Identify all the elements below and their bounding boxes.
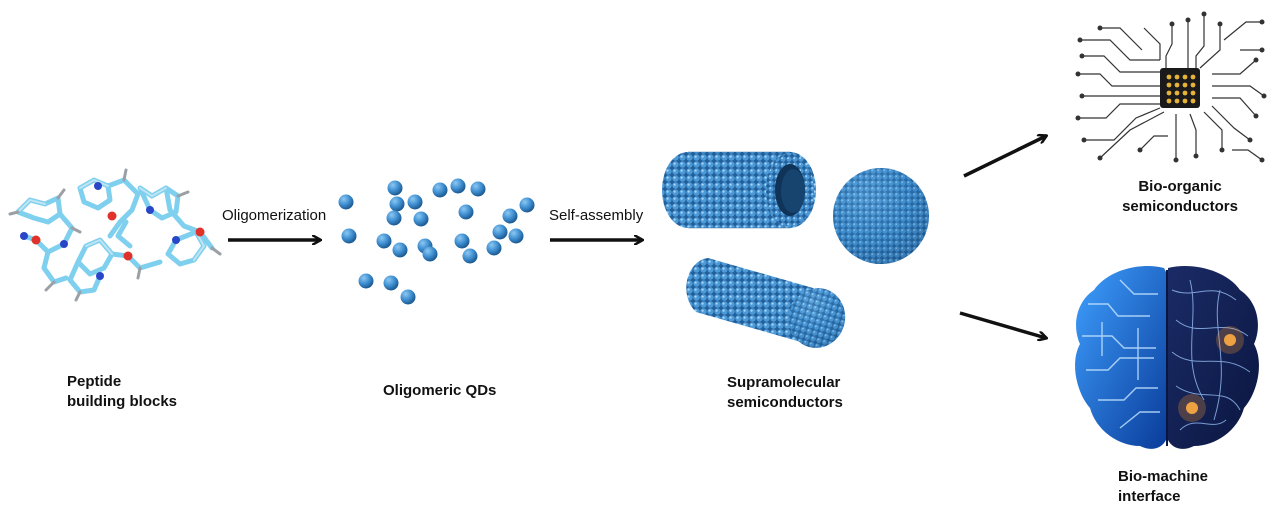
brain-image [1075,266,1259,449]
peptide-label-line1: Peptide [67,373,122,390]
circuit-board-image [1078,14,1265,161]
peptide-building-blocks-label: Peptide building blocks [67,372,177,412]
qd-spheres [338,178,535,305]
bio-machine-label-line2: interface [1118,488,1181,505]
peptide-label-line2: building blocks [67,393,178,410]
supra-label-line1: Supramolecular [727,374,841,391]
arrow-to-bio-organic [963,136,1046,178]
bio-organic-semiconductors-label: Bio-organic semiconductors [1100,177,1260,217]
oligomerization-label: Oligomerization [222,207,327,224]
bio-organic-label-line1: Bio-organic [1138,178,1222,195]
supramolecular-semiconductors-label: Supramolecular semiconductors [727,373,843,413]
self-assembly-label: Self-assembly [549,207,644,224]
nanorod [686,258,846,348]
bio-machine-label-line1: Bio-machine [1118,468,1209,485]
bio-organic-label-line2: semiconductors [1122,198,1238,215]
nanotube-hollow [662,151,816,229]
circuit-pads [1075,11,1267,163]
arrow-to-bio-machine [959,311,1046,338]
microchip-icon [1160,68,1200,108]
supra-label-line2: semiconductors [727,394,843,411]
oligomeric-qds-label: Oligomeric QDs [383,382,497,399]
peptide-molecules [8,168,222,302]
nanosphere [833,168,929,264]
bio-machine-interface-label: Bio-machine interface [1118,467,1208,507]
